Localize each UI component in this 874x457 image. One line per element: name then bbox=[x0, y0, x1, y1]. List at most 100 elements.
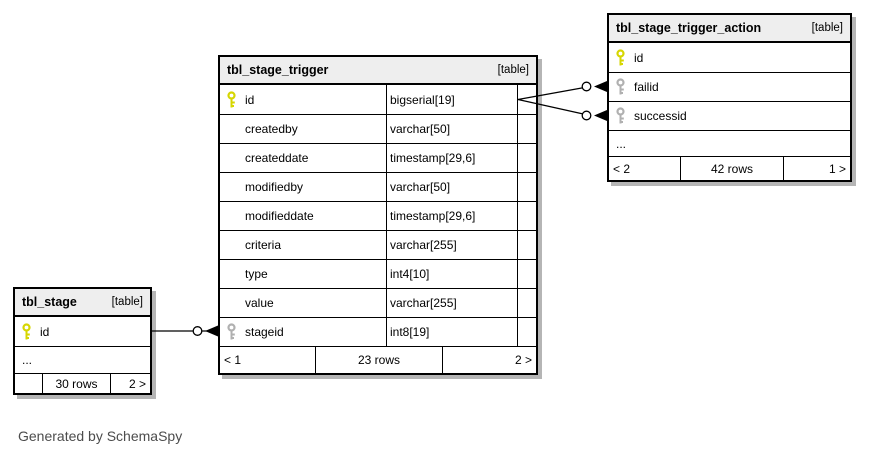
table-header: tbl_stage [table] bbox=[15, 289, 150, 317]
column-name-cell: createddate bbox=[220, 144, 386, 172]
column-type: bigserial[19] bbox=[386, 85, 517, 114]
column-name: value bbox=[245, 296, 274, 310]
column-name: id bbox=[634, 50, 644, 65]
related-right-indicator: 2 > bbox=[442, 347, 536, 373]
zero-cardinality-circle-icon bbox=[581, 81, 592, 92]
column-name: failid bbox=[634, 80, 659, 94]
foreign-key-icon bbox=[613, 107, 628, 125]
arrowhead-icon bbox=[594, 81, 607, 92]
relation-anchor-cell bbox=[517, 173, 536, 201]
table-tbl-stage[interactable]: tbl_stage [table] id... 30 rows 2 > bbox=[13, 287, 152, 395]
table-header: tbl_stage_trigger_action [table] bbox=[609, 15, 850, 43]
related-right-indicator: 1 > bbox=[783, 157, 850, 180]
column-type: varchar[255] bbox=[386, 289, 517, 317]
column-row-successid: successid bbox=[609, 101, 850, 130]
column-type: int8[19] bbox=[386, 318, 517, 346]
zero-cardinality-circle-icon bbox=[192, 326, 203, 336]
relation-anchor-cell bbox=[517, 115, 536, 143]
column-name-cell: type bbox=[220, 260, 386, 288]
primary-key-icon bbox=[613, 48, 628, 67]
table-type-tag: [table] bbox=[811, 22, 843, 34]
relation-anchor-cell bbox=[517, 318, 536, 346]
column-name-cell: id bbox=[609, 43, 850, 72]
column-type: varchar[50] bbox=[386, 115, 517, 143]
table-tbl-stage-trigger-action[interactable]: tbl_stage_trigger_action [table] id faili… bbox=[607, 13, 852, 182]
table-title: tbl_stage_trigger_action bbox=[616, 21, 762, 35]
primary-key-icon bbox=[224, 90, 239, 109]
relation-stageid-to-stage bbox=[152, 325, 218, 337]
column-name-cell: modifiedby bbox=[220, 173, 386, 201]
foreign-key-icon bbox=[613, 78, 628, 96]
arrowhead-icon bbox=[205, 325, 218, 337]
column-type: timestamp[29,6] bbox=[386, 202, 517, 230]
column-row-id: id bbox=[15, 317, 150, 346]
column-row-stageid: stageid int8[19] bbox=[220, 317, 536, 346]
column-name: type bbox=[245, 267, 268, 281]
table-footer: 30 rows 2 > bbox=[15, 373, 150, 393]
column-row-createdby: createdby varchar[50] bbox=[220, 114, 536, 143]
column-row-createddate: createddate timestamp[29,6] bbox=[220, 143, 536, 172]
column-name-cell: successid bbox=[609, 102, 850, 130]
relation-anchor-cell bbox=[517, 202, 536, 230]
column-type: varchar[255] bbox=[386, 231, 517, 259]
column-row-id: id bigserial[19] bbox=[220, 85, 536, 114]
table-type-tag: [table] bbox=[111, 296, 143, 308]
column-name-cell: failid bbox=[609, 73, 850, 101]
column-name: createdby bbox=[245, 122, 298, 136]
column-name: stageid bbox=[245, 325, 284, 339]
column-name: createddate bbox=[245, 151, 309, 165]
column-row-modifiedby: modifiedby varchar[50] bbox=[220, 172, 536, 201]
row-count: 30 rows bbox=[42, 374, 110, 393]
column-name: id bbox=[245, 92, 255, 107]
column-name-cell: id bbox=[15, 317, 150, 346]
relation-anchor-cell bbox=[517, 144, 536, 172]
zero-cardinality-circle-icon bbox=[581, 110, 592, 121]
column-name: modifieddate bbox=[245, 209, 314, 223]
column-name-cell: createdby bbox=[220, 115, 386, 143]
table-header: tbl_stage_trigger [table] bbox=[220, 57, 536, 85]
more-columns-row: ... bbox=[609, 130, 850, 156]
related-left-indicator: < 2 bbox=[613, 161, 631, 176]
row-count: 42 rows bbox=[680, 157, 783, 180]
relation-anchor-cell bbox=[517, 289, 536, 317]
column-name-cell: value bbox=[220, 289, 386, 317]
table-title: tbl_stage bbox=[22, 295, 77, 309]
table-tbl-stage-trigger[interactable]: tbl_stage_trigger [table] id bigserial[19… bbox=[218, 55, 538, 375]
column-row-value: value varchar[255] bbox=[220, 288, 536, 317]
row-count: 23 rows bbox=[315, 347, 442, 373]
table-footer: < 2 42 rows 1 > bbox=[609, 156, 850, 180]
column-type: timestamp[29,6] bbox=[386, 144, 517, 172]
related-left-indicator: < 1 bbox=[224, 353, 242, 367]
table-type-tag: [table] bbox=[497, 64, 529, 76]
column-name: modifiedby bbox=[245, 180, 304, 194]
column-row-failid: failid bbox=[609, 72, 850, 101]
column-name: criteria bbox=[245, 238, 282, 252]
related-right-indicator: 2 > bbox=[110, 374, 150, 393]
column-type: int4[10] bbox=[386, 260, 517, 288]
column-name-cell: modifieddate bbox=[220, 202, 386, 230]
table-footer: < 1 23 rows 2 > bbox=[220, 346, 536, 373]
column-row-modifieddate: modifieddate timestamp[29,6] bbox=[220, 201, 536, 230]
column-row-type: type int4[10] bbox=[220, 259, 536, 288]
column-name-cell: criteria bbox=[220, 231, 386, 259]
generator-credit: Generated by SchemaSpy bbox=[18, 428, 183, 444]
related-left-indicator bbox=[15, 374, 42, 393]
column-row-id: id bbox=[609, 43, 850, 72]
relation-anchor-cell bbox=[517, 260, 536, 288]
column-name: id bbox=[40, 324, 50, 339]
column-name-cell: stageid bbox=[220, 318, 386, 346]
primary-key-icon bbox=[19, 322, 34, 341]
column-list: id failid successid... bbox=[609, 43, 850, 156]
relation-anchor-cell bbox=[517, 231, 536, 259]
arrowhead-icon bbox=[594, 110, 607, 121]
foreign-key-icon bbox=[224, 323, 239, 341]
column-list: id... bbox=[15, 317, 150, 373]
relation-anchor-cell bbox=[517, 85, 536, 114]
column-row-criteria: criteria varchar[255] bbox=[220, 230, 536, 259]
table-title: tbl_stage_trigger bbox=[227, 63, 329, 77]
column-name: successid bbox=[634, 109, 687, 123]
column-type: varchar[50] bbox=[386, 173, 517, 201]
column-name-cell: id bbox=[220, 85, 386, 114]
